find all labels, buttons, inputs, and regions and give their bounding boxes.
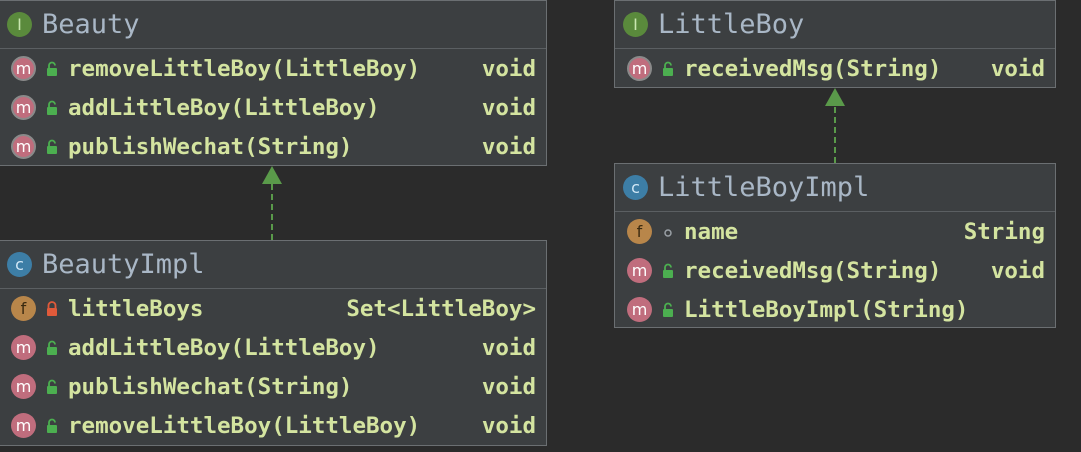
member-name: receivedMsg(String) bbox=[684, 55, 942, 82]
public-visibility-icon bbox=[44, 379, 60, 395]
method-row[interactable]: m LittleBoyImpl(String) bbox=[615, 290, 1055, 329]
interface-box-littleboy[interactable]: I LittleBoy m receivedMsg(String) void bbox=[614, 0, 1056, 88]
class-box-beautyimpl[interactable]: c BeautyImpl f littleBoys Set<LittleBoy> m a… bbox=[0, 240, 547, 446]
public-visibility-icon bbox=[44, 139, 60, 155]
public-visibility-icon bbox=[660, 302, 676, 318]
interface-icon: I bbox=[623, 12, 648, 37]
member-name: publishWechat(String) bbox=[68, 373, 353, 400]
method-icon: m bbox=[11, 56, 36, 81]
member-name: littleBoys bbox=[68, 295, 204, 322]
class-icon: c bbox=[623, 175, 648, 200]
realization-arrowhead-beauty bbox=[262, 166, 282, 184]
box-header: c BeautyImpl bbox=[0, 241, 546, 289]
method-row[interactable]: m addLittleBoy(LittleBoy) void bbox=[0, 328, 546, 367]
field-icon: f bbox=[627, 219, 652, 244]
method-icon: m bbox=[627, 258, 652, 283]
member-name: addLittleBoy(LittleBoy) bbox=[68, 334, 380, 361]
member-type: Set<LittleBoy> bbox=[346, 295, 536, 322]
method-row[interactable]: m receivedMsg(String) void bbox=[615, 49, 1055, 88]
field-row[interactable]: f name String bbox=[615, 212, 1055, 251]
method-icon: m bbox=[11, 413, 36, 438]
package-visibility-icon bbox=[660, 224, 676, 240]
box-title: LittleBoyImpl bbox=[658, 172, 870, 203]
member-list: m receivedMsg(String) void bbox=[615, 49, 1055, 88]
interface-icon: I bbox=[7, 12, 32, 37]
member-type: void bbox=[481, 373, 536, 400]
public-visibility-icon bbox=[660, 263, 676, 279]
method-icon: m bbox=[11, 95, 36, 120]
public-visibility-icon bbox=[44, 340, 60, 356]
public-visibility-icon bbox=[44, 418, 60, 434]
public-visibility-icon bbox=[44, 100, 60, 116]
interface-box-beauty[interactable]: I Beauty m removeLittleBoy(LittleBoy) void… bbox=[0, 0, 547, 166]
member-type: String bbox=[963, 218, 1045, 245]
box-header: c LittleBoyImpl bbox=[615, 164, 1055, 212]
method-row[interactable]: m publishWechat(String) void bbox=[0, 127, 546, 166]
member-name: removeLittleBoy(LittleBoy) bbox=[68, 55, 421, 82]
member-name: name bbox=[684, 218, 739, 245]
public-visibility-icon bbox=[44, 61, 60, 77]
member-name: removeLittleBoy(LittleBoy) bbox=[68, 412, 421, 439]
member-list: f littleBoys Set<LittleBoy> m addLittleBoy(L… bbox=[0, 289, 546, 445]
member-type: void bbox=[481, 94, 536, 121]
member-name: addLittleBoy(LittleBoy) bbox=[68, 94, 380, 121]
realization-arrowhead-littleboy bbox=[825, 88, 845, 106]
box-header: I Beauty bbox=[0, 1, 546, 49]
field-row[interactable]: f littleBoys Set<LittleBoy> bbox=[0, 289, 546, 328]
method-row[interactable]: m addLittleBoy(LittleBoy) void bbox=[0, 88, 546, 127]
method-icon: m bbox=[627, 56, 652, 81]
box-title: LittleBoy bbox=[658, 9, 805, 40]
public-visibility-icon bbox=[660, 61, 676, 77]
box-header: I LittleBoy bbox=[615, 1, 1055, 49]
class-icon: c bbox=[7, 252, 32, 277]
member-name: receivedMsg(String) bbox=[684, 257, 942, 284]
member-name: publishWechat(String) bbox=[68, 133, 353, 160]
method-row[interactable]: m publishWechat(String) void bbox=[0, 367, 546, 406]
member-type: void bbox=[481, 133, 536, 160]
member-list: m removeLittleBoy(LittleBoy) void m addLittl… bbox=[0, 49, 546, 166]
method-icon: m bbox=[11, 374, 36, 399]
member-type: void bbox=[481, 412, 536, 439]
class-box-littleboyimpl[interactable]: c LittleBoyImpl f name String m receivedMsg(… bbox=[614, 163, 1056, 328]
method-icon: m bbox=[11, 335, 36, 360]
box-title: BeautyImpl bbox=[42, 249, 205, 280]
method-icon: m bbox=[11, 134, 36, 159]
member-type: void bbox=[481, 334, 536, 361]
member-type: void bbox=[990, 55, 1045, 82]
field-icon: f bbox=[11, 296, 36, 321]
private-visibility-icon bbox=[44, 300, 60, 317]
method-icon: m bbox=[627, 297, 652, 322]
method-row[interactable]: m removeLittleBoy(LittleBoy) void bbox=[0, 406, 546, 445]
member-name: LittleBoyImpl(String) bbox=[684, 296, 969, 323]
method-row[interactable]: m receivedMsg(String) void bbox=[615, 251, 1055, 290]
box-title: Beauty bbox=[42, 9, 140, 40]
member-type: void bbox=[481, 55, 536, 82]
method-row[interactable]: m removeLittleBoy(LittleBoy) void bbox=[0, 49, 546, 88]
member-type: void bbox=[990, 257, 1045, 284]
